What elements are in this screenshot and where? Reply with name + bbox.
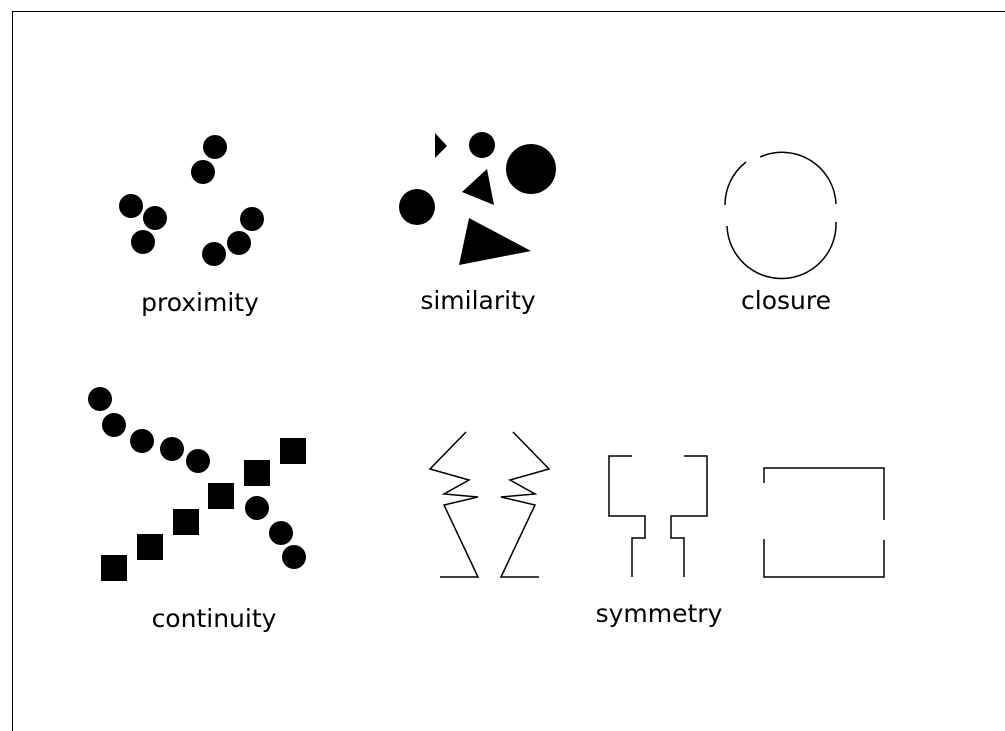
- triangle-shape: [459, 218, 531, 265]
- label-proximity: proximity: [141, 288, 259, 317]
- square: [137, 534, 163, 560]
- label-continuity: continuity: [152, 604, 277, 633]
- dot: [131, 230, 155, 254]
- large-circle: [506, 144, 556, 194]
- dot: [119, 194, 143, 218]
- dot: [240, 207, 264, 231]
- dot: [191, 160, 215, 184]
- left-bracket: [609, 456, 645, 577]
- triangle-shape: [435, 133, 447, 158]
- dot: [399, 189, 435, 225]
- rectangle-bottom: [764, 539, 884, 577]
- dot: [227, 231, 251, 255]
- right-bracket: [671, 456, 707, 577]
- square: [173, 509, 199, 535]
- square: [280, 438, 306, 464]
- dot: [143, 206, 167, 230]
- similarity-group: [399, 132, 556, 265]
- dot: [282, 545, 306, 569]
- dot: [469, 132, 495, 158]
- broken-circle: [725, 152, 836, 278]
- label-closure: closure: [741, 286, 831, 315]
- triangle-shape: [462, 169, 494, 205]
- dot: [186, 449, 210, 473]
- closure-group: [725, 152, 836, 278]
- dot: [202, 242, 226, 266]
- label-similarity: similarity: [420, 286, 536, 315]
- symmetry-group: [430, 432, 884, 577]
- dot: [102, 413, 126, 437]
- dot: [130, 429, 154, 453]
- square: [244, 460, 270, 486]
- dot: [88, 387, 112, 411]
- square: [101, 555, 127, 581]
- continuity-group: [88, 387, 306, 581]
- dot: [245, 496, 269, 520]
- label-symmetry: symmetry: [596, 599, 723, 628]
- dot: [203, 135, 227, 159]
- dot: [160, 437, 184, 461]
- left-zigzag: [430, 432, 478, 577]
- proximity-group: [119, 135, 264, 266]
- square: [208, 483, 234, 509]
- dot: [269, 521, 293, 545]
- rectangle-top: [764, 468, 884, 520]
- right-zigzag: [501, 432, 549, 577]
